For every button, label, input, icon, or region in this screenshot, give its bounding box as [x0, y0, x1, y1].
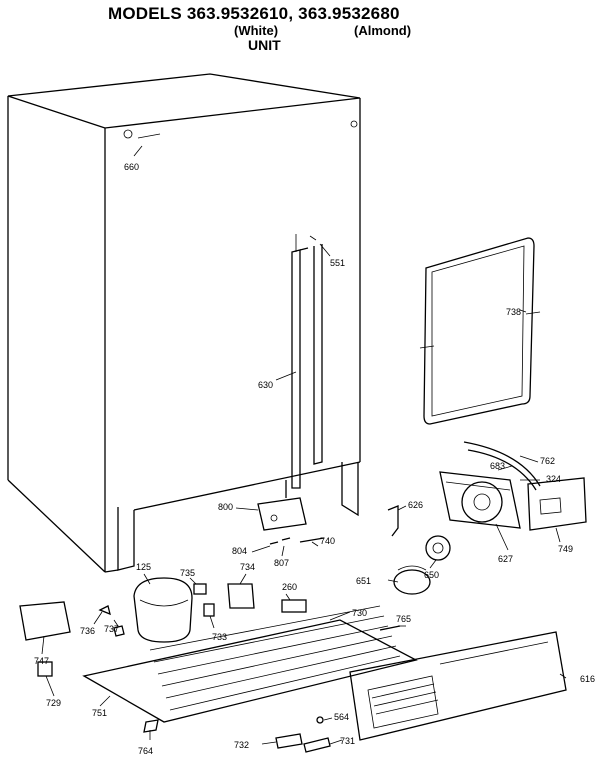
- part-label: 740: [320, 536, 335, 546]
- compressor-125: [133, 577, 193, 643]
- cabinet: [7, 73, 361, 573]
- motor-650: [425, 535, 451, 561]
- part-label: 630: [258, 380, 273, 390]
- part-label: 650: [424, 570, 439, 580]
- part-735: [193, 583, 207, 595]
- bracket-747: [19, 601, 71, 641]
- part-729: [37, 661, 53, 677]
- part-732: [275, 733, 303, 749]
- part-label: 683: [490, 461, 505, 471]
- fan-blade-651: [393, 565, 431, 595]
- part-label: 807: [274, 558, 289, 568]
- part-804: [269, 541, 279, 545]
- part-label: 800: [218, 502, 233, 512]
- part-label: 735: [180, 568, 195, 578]
- part-label: 324: [546, 474, 561, 484]
- part-label: 729: [46, 698, 61, 708]
- part-807: [281, 537, 291, 541]
- part-label: 627: [498, 554, 513, 564]
- part-564: [316, 716, 324, 724]
- condenser-730: [82, 599, 418, 723]
- part-764: [143, 719, 159, 733]
- part-626: [387, 505, 399, 537]
- part-label: 626: [408, 500, 423, 510]
- part-label: 751: [92, 708, 107, 718]
- part-label: 738: [506, 307, 521, 317]
- panel-749: [527, 477, 587, 531]
- heater-loop-738: [419, 237, 541, 425]
- part-734: [227, 583, 255, 609]
- part-label: 749: [558, 544, 573, 554]
- part-label: 747: [34, 656, 49, 666]
- part-label: 737: [104, 624, 119, 634]
- part-label: 125: [136, 562, 151, 572]
- part-label: 730: [352, 608, 367, 618]
- grille-616: [349, 631, 567, 741]
- part-label: 804: [232, 546, 247, 556]
- tube-762: [463, 441, 541, 487]
- part-733: [203, 603, 215, 617]
- bracket-800: [257, 480, 307, 531]
- model-white-caption: (White): [234, 23, 279, 38]
- part-label: 733: [212, 632, 227, 642]
- part-label: 731: [340, 736, 355, 746]
- part-736: [98, 605, 111, 616]
- part-731: [303, 737, 331, 753]
- part-737: [113, 625, 125, 637]
- part-label: 732: [234, 740, 249, 750]
- fan-assembly-627: [439, 471, 521, 529]
- part-label: 564: [334, 712, 349, 722]
- part-label: 764: [138, 746, 153, 756]
- diagram-title: MODELS 363.9532610, 363.9532680: [108, 4, 400, 23]
- part-label: 660: [124, 162, 139, 172]
- part-label: 616: [580, 674, 595, 684]
- part-label: 734: [240, 562, 255, 572]
- channel-630: [291, 234, 323, 489]
- part-765: [379, 625, 401, 631]
- part-label: 551: [330, 258, 345, 268]
- section-caption: UNIT: [248, 37, 281, 53]
- part-740: [299, 537, 325, 543]
- part-label: 765: [396, 614, 411, 624]
- part-label: 762: [540, 456, 555, 466]
- part-label: 260: [282, 582, 297, 592]
- model-almond-caption: (Almond): [354, 23, 412, 38]
- part-label: 736: [80, 626, 95, 636]
- part-label: 651: [356, 576, 371, 586]
